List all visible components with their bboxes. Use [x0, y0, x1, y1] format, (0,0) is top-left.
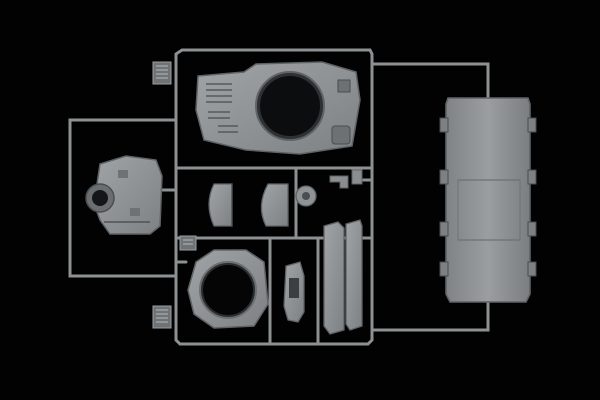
long-strip-part-1: [323, 221, 345, 335]
turret-ring-part: [187, 249, 269, 329]
runner-tab-bottom: [152, 305, 172, 329]
curved-side-plate-2: [260, 183, 289, 227]
hatch-part: [283, 261, 305, 323]
hull-side-lugs: [439, 117, 537, 277]
runner-tab-top: [152, 61, 172, 85]
hull-part: [445, 97, 531, 303]
runner-tab-middle: [179, 235, 197, 251]
small-bracket-part: [329, 169, 363, 189]
small-round-part: [295, 185, 317, 207]
sprue-runners: [68, 48, 490, 346]
long-strip-part-2: [345, 219, 363, 331]
turret-roof-part: [195, 61, 361, 155]
curved-side-plate-1: [208, 183, 233, 227]
turret-front-part: [85, 155, 163, 235]
